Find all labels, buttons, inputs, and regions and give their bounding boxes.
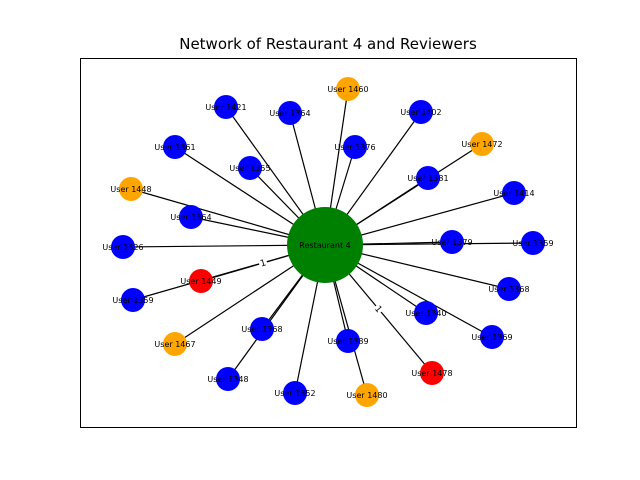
user-node[interactable]: [414, 301, 438, 325]
user-node-label: User 1376: [334, 143, 375, 152]
user-node-label: User 1355: [229, 164, 270, 173]
user-node[interactable]: [189, 269, 213, 293]
user-node-label: User 1467: [154, 340, 195, 349]
user-node-label: User 1364: [269, 109, 310, 118]
user-node-label: User 1389: [327, 337, 368, 346]
hub-node[interactable]: [287, 207, 363, 283]
user-node-label: User 1348: [207, 375, 248, 384]
user-node-label: User 1359: [112, 296, 153, 305]
user-node[interactable]: [440, 230, 464, 254]
user-node[interactable]: [250, 317, 274, 341]
user-node-label: User 1352: [274, 389, 315, 398]
user-node[interactable]: [216, 367, 240, 391]
user-node-label: User 1472: [461, 140, 502, 149]
user-node-label: User 1326: [102, 243, 143, 252]
edge-weight-label: 1: [372, 304, 383, 315]
user-node[interactable]: [111, 235, 135, 259]
user-node[interactable]: [480, 325, 504, 349]
user-node-label: User 1369: [471, 333, 512, 342]
edge-label-background: [257, 257, 269, 269]
user-node-label: User 1368: [488, 285, 529, 294]
user-node-label: User 1449: [180, 277, 221, 286]
user-node-label: User 1480: [346, 391, 387, 400]
user-node-label: User 1421: [205, 103, 246, 112]
user-node-label: User 1381: [407, 174, 448, 183]
user-node-label: User 1364: [170, 213, 211, 222]
user-node[interactable]: [470, 132, 494, 156]
user-node[interactable]: [416, 166, 440, 190]
user-node[interactable]: [119, 177, 143, 201]
user-node[interactable]: [502, 181, 526, 205]
edge-label-background: [372, 302, 385, 316]
user-node[interactable]: [238, 156, 262, 180]
user-node[interactable]: [521, 231, 545, 255]
user-node-label: User 1414: [493, 189, 534, 198]
user-node[interactable]: [214, 95, 238, 119]
user-node[interactable]: [283, 381, 307, 405]
user-node[interactable]: [179, 205, 203, 229]
user-node[interactable]: [121, 288, 145, 312]
user-node-label: User 1368: [241, 325, 282, 334]
plot-frame: [80, 58, 577, 428]
user-node[interactable]: [409, 100, 433, 124]
user-node[interactable]: [163, 135, 187, 159]
user-node[interactable]: [497, 277, 521, 301]
user-node-label: User 1379: [431, 238, 472, 247]
user-node[interactable]: [420, 361, 444, 385]
user-node-label: User 1448: [110, 185, 151, 194]
user-node-label: User 1340: [405, 309, 446, 318]
edge-weight-label: 1: [259, 258, 267, 269]
user-node-label: User 1478: [411, 369, 452, 378]
user-node-label: User 1402: [400, 108, 441, 117]
user-node-label: User 1460: [327, 85, 368, 94]
user-node[interactable]: [278, 101, 302, 125]
user-node-label: User 1359: [512, 239, 553, 248]
chart-title: Network of Restaurant 4 and Reviewers: [179, 35, 477, 53]
user-node-label: User 1361: [154, 143, 195, 152]
user-node[interactable]: [336, 77, 360, 101]
user-node[interactable]: [336, 329, 360, 353]
hub-node-label: Restaurant 4: [299, 241, 350, 250]
user-node[interactable]: [343, 135, 367, 159]
user-node[interactable]: [163, 332, 187, 356]
user-node[interactable]: [355, 383, 379, 407]
